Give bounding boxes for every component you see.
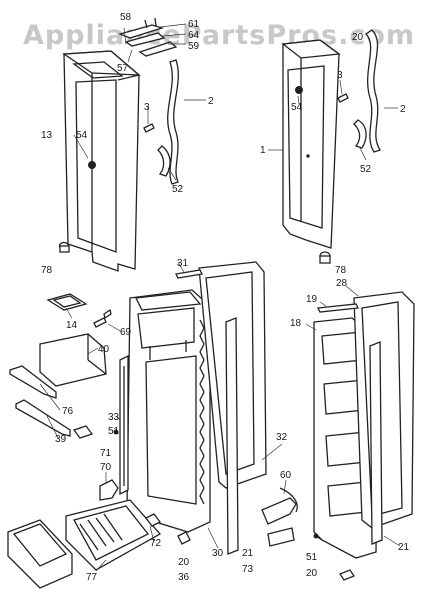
callout-78-left: 78 <box>41 265 53 276</box>
breaker-strip-19 <box>316 303 360 313</box>
retainer-strip-21-right <box>369 341 383 545</box>
door-screw-54-right <box>295 86 303 94</box>
callout-69: 69 <box>120 327 132 338</box>
callout-2-left: 2 <box>208 96 214 107</box>
callout-77: 77 <box>86 572 98 583</box>
callout-54-left: 54 <box>76 130 88 141</box>
callout-54-right: 54 <box>291 102 303 113</box>
callout-36: 36 <box>178 572 190 583</box>
shelf-front-40 <box>39 333 107 387</box>
callout-28: 28 <box>336 278 348 289</box>
clip-69 <box>93 308 112 328</box>
door-screw-54-left <box>88 161 96 169</box>
callout-2-right: 2 <box>400 104 406 115</box>
callout-31: 31 <box>177 258 189 269</box>
hinge-2-right <box>364 29 381 153</box>
callout-14: 14 <box>66 320 78 331</box>
plug-20-left <box>177 531 191 545</box>
freezer-door-outer-13 <box>62 50 141 272</box>
callout-13: 13 <box>41 130 53 141</box>
handle-trim-58-61-64 <box>117 17 178 57</box>
callout-52-right: 52 <box>360 164 372 175</box>
hinge-bracket-52-right <box>353 119 367 149</box>
callout-70: 70 <box>100 462 112 473</box>
callout-59: 59 <box>188 41 200 52</box>
callout-76: 76 <box>62 406 74 417</box>
hinge-bracket-52-left <box>157 145 171 177</box>
hinge-pin-3-right <box>337 93 349 103</box>
callout-64: 64 <box>188 30 200 41</box>
callout-61: 61 <box>188 19 200 30</box>
screw-51-left <box>113 429 119 435</box>
door-stop-78-left <box>58 241 70 253</box>
callout-57: 57 <box>117 63 129 74</box>
watermark-text: AppliancePartsPros.com <box>23 20 415 51</box>
callout-21-right: 21 <box>398 542 410 553</box>
callout-58: 58 <box>120 12 132 23</box>
bracket-33 <box>72 425 94 439</box>
freezer-door-liner-30 <box>126 289 211 533</box>
callout-1: 1 <box>260 145 266 156</box>
callout-71: 71 <box>100 448 112 459</box>
callout-20-right: 20 <box>306 568 318 579</box>
callout-30: 30 <box>212 548 224 559</box>
bin-77 <box>7 519 73 589</box>
callout-39: 39 <box>55 434 67 445</box>
shelf-trim-39 <box>15 399 71 437</box>
callout-20-top: 20 <box>352 32 364 43</box>
hinge-pin-3-left <box>143 123 155 133</box>
callout-72: 72 <box>150 538 162 549</box>
callout-33: 33 <box>108 412 120 423</box>
callout-32: 32 <box>276 432 288 443</box>
callout-60: 60 <box>280 470 292 481</box>
callout-3-right: 3 <box>337 70 343 81</box>
callout-78-right: 78 <box>335 265 347 276</box>
shelf-retainer-71 <box>119 354 129 496</box>
callout-labels: 58 61 64 59 57 13 54 3 2 52 78 20 3 54 2… <box>41 12 410 583</box>
callout-20-left: 20 <box>178 557 190 568</box>
callout-18: 18 <box>290 318 302 329</box>
callout-40: 40 <box>98 344 110 355</box>
callout-3-left: 3 <box>144 102 150 113</box>
ice-tray-14 <box>46 293 88 311</box>
leader-lines <box>39 23 401 572</box>
gasket-28 <box>353 291 415 529</box>
screw-51-right <box>313 533 323 541</box>
bracket-60 <box>261 487 298 525</box>
callout-73: 73 <box>242 564 254 575</box>
clip-72 <box>145 513 161 527</box>
callout-19: 19 <box>306 294 318 305</box>
trim-73 <box>267 527 295 547</box>
bin-36 <box>65 499 162 571</box>
callout-21-left: 21 <box>242 548 254 559</box>
fresh-food-door-outer-1 <box>281 39 341 249</box>
hinge-2-left <box>167 59 179 185</box>
callout-51-right: 51 <box>306 552 318 563</box>
cup-70 <box>99 479 119 501</box>
callout-52-left: 52 <box>172 184 184 195</box>
callout-51-left: 51 <box>108 426 120 437</box>
door-stop-78-right <box>319 251 331 264</box>
plug-20-right <box>339 569 355 581</box>
breaker-strip-31-top <box>175 269 203 279</box>
retainer-strip-21-left <box>225 317 239 555</box>
